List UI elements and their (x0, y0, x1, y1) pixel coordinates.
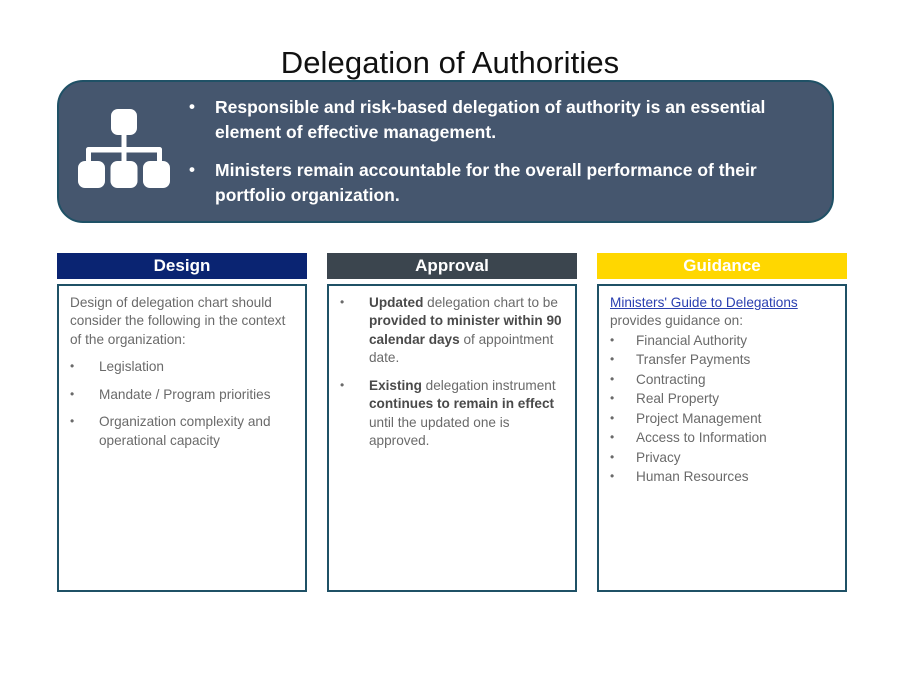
bullet-glyph: • (189, 160, 195, 179)
list-item-label: Organization complexity and operational … (99, 414, 271, 448)
list-item: • Updated delegation chart to be provide… (340, 294, 565, 368)
list-item: • Transfer Payments (610, 351, 835, 369)
list-item-label: Project Management (636, 410, 762, 426)
list-item: • Financial Authority (610, 332, 835, 350)
column-body-guidance: Ministers' Guide to Delegations provides… (597, 284, 847, 592)
list-item-label: Financial Authority (636, 332, 748, 348)
list-item-label: Transfer Payments (636, 352, 751, 368)
list-item-label: Legislation (99, 359, 164, 375)
guidance-intro: Ministers' Guide to Delegations provides… (610, 294, 835, 331)
org-chart-icon (59, 108, 189, 195)
ministers-guide-link[interactable]: Ministers' Guide to Delegations (610, 295, 798, 310)
column-group: Design Design of delegation chart should… (57, 253, 847, 592)
list-item-label: Existing delegation instrument continues… (369, 377, 556, 449)
list-item: • Mandate / Program priorities (70, 386, 295, 404)
list-item: • Legislation (70, 358, 295, 376)
banner-bullet: • Ministers remain accountable for the o… (189, 158, 806, 208)
banner-bullet: • Responsible and risk-based delegation … (189, 95, 806, 145)
approval-bullet-list: • Updated delegation chart to be provide… (340, 294, 565, 451)
guidance-lead-text: provides guidance on: (610, 313, 744, 329)
bullet-glyph: • (610, 449, 615, 464)
list-item-label: Updated delegation chart to be provided … (369, 295, 562, 366)
summary-banner: • Responsible and risk-based delegation … (57, 80, 834, 223)
banner-bullet-text: Ministers remain accountable for the ove… (215, 160, 757, 205)
bullet-glyph: • (610, 430, 615, 445)
bullet-glyph: • (189, 97, 195, 117)
guidance-bullet-list: • Financial Authority • Transfer Payment… (610, 332, 835, 487)
column-header-approval: Approval (327, 253, 577, 279)
bullet-glyph: • (610, 352, 615, 367)
column-design: Design Design of delegation chart should… (57, 253, 307, 592)
bullet-glyph: • (610, 371, 615, 386)
column-header-design: Design (57, 253, 307, 279)
column-guidance: Guidance Ministers' Guide to Delegations… (597, 253, 847, 592)
bullet-glyph: • (610, 469, 615, 484)
bullet-glyph: • (340, 295, 345, 309)
list-item-label: Contracting (636, 371, 706, 387)
list-item: • Existing delegation instrument continu… (340, 377, 565, 451)
bullet-glyph: • (340, 377, 345, 392)
banner-bullet-list: • Responsible and risk-based delegation … (189, 95, 832, 207)
list-item: • Project Management (610, 410, 835, 428)
bullet-glyph: • (610, 332, 615, 347)
column-body-design: Design of delegation chart should consid… (57, 284, 307, 592)
list-item: • Access to Information (610, 429, 835, 447)
list-item: • Organization complexity and operationa… (70, 413, 295, 450)
column-body-approval: • Updated delegation chart to be provide… (327, 284, 577, 592)
bullet-glyph: • (610, 410, 615, 425)
list-item: • Privacy (610, 449, 835, 467)
design-intro-text: Design of delegation chart should consid… (70, 295, 286, 347)
bullet-glyph: • (70, 386, 75, 401)
page-title: Delegation of Authorities (280, 45, 620, 80)
list-item-label: Human Resources (636, 469, 749, 485)
bullet-glyph: • (610, 391, 615, 406)
list-item-label: Privacy (636, 449, 681, 465)
list-item-label: Access to Information (636, 430, 767, 446)
list-item: • Human Resources (610, 468, 835, 486)
list-item: • Contracting (610, 371, 835, 389)
bullet-glyph: • (70, 359, 75, 374)
bullet-glyph: • (70, 414, 75, 429)
column-approval: Approval • Updated delegation chart to b… (327, 253, 577, 592)
design-bullet-list: • Legislation • Mandate / Program priori… (70, 358, 295, 450)
banner-bullet-text: Responsible and risk-based delegation of… (215, 97, 766, 143)
list-item-label: Mandate / Program priorities (99, 386, 271, 402)
list-item-label: Real Property (636, 391, 720, 407)
list-item: • Real Property (610, 390, 835, 408)
column-header-guidance: Guidance (597, 253, 847, 279)
